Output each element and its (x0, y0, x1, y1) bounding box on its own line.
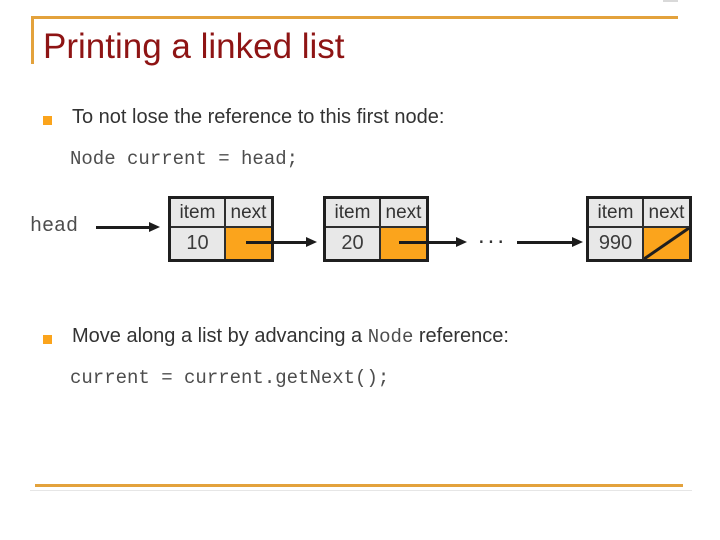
bullet-1-text: To not lose the reference to this first … (72, 106, 445, 128)
arrow-node2-to-ellipsis (399, 241, 456, 244)
arrow-ellipsis-to-node3 (517, 241, 572, 244)
node1-item-value: 10 (171, 228, 226, 259)
bullet-icon (43, 335, 52, 344)
code-snippet-2: current = current.getNext(); (70, 367, 390, 389)
bullet-2-text-pre: Move along a list by advancing a (72, 325, 368, 347)
bullet-2-text: Move along a list by advancing a Node re… (72, 324, 509, 350)
page-title: Printing a linked list (43, 27, 345, 66)
arrowhead-icon (572, 237, 583, 247)
arrowhead-icon (306, 237, 317, 247)
head-reference-label: head (30, 215, 79, 238)
bullet-2-inline-code: Node (367, 326, 414, 348)
code-snippet-1: Node current = head; (70, 148, 299, 170)
arrow-node1-to-node2 (246, 241, 306, 244)
node2-item-header: item (326, 199, 381, 228)
title-accent-rule-left (31, 16, 34, 64)
arrowhead-icon (456, 237, 467, 247)
null-pointer-diagonal-icon (644, 228, 689, 259)
corner-dash-decoration (663, 0, 678, 2)
node1-item-header: item (171, 199, 226, 228)
node1-next-header: next (226, 199, 271, 228)
footer-accent-rule (35, 484, 683, 487)
node3-next-pointer-null (644, 228, 689, 259)
node3-item-value: 990 (589, 228, 644, 259)
node3-item-header: item (589, 199, 644, 228)
bullet-2-text-post: reference: (413, 325, 509, 347)
node2-item-value: 20 (326, 228, 381, 259)
bullet-icon (43, 116, 52, 125)
linked-list-node-2: item next 20 (323, 196, 429, 262)
node2-next-header: next (381, 199, 426, 228)
arrowhead-icon (149, 222, 160, 232)
node3-next-header: next (644, 199, 689, 228)
linked-list-node-1: item next 10 (168, 196, 274, 262)
title-accent-rule-top (31, 16, 678, 19)
linked-list-node-3: item next 990 (586, 196, 692, 262)
footer-hairline (30, 490, 692, 491)
list-continuation-ellipsis: ... (478, 222, 508, 249)
arrow-head-to-node1 (96, 226, 149, 229)
